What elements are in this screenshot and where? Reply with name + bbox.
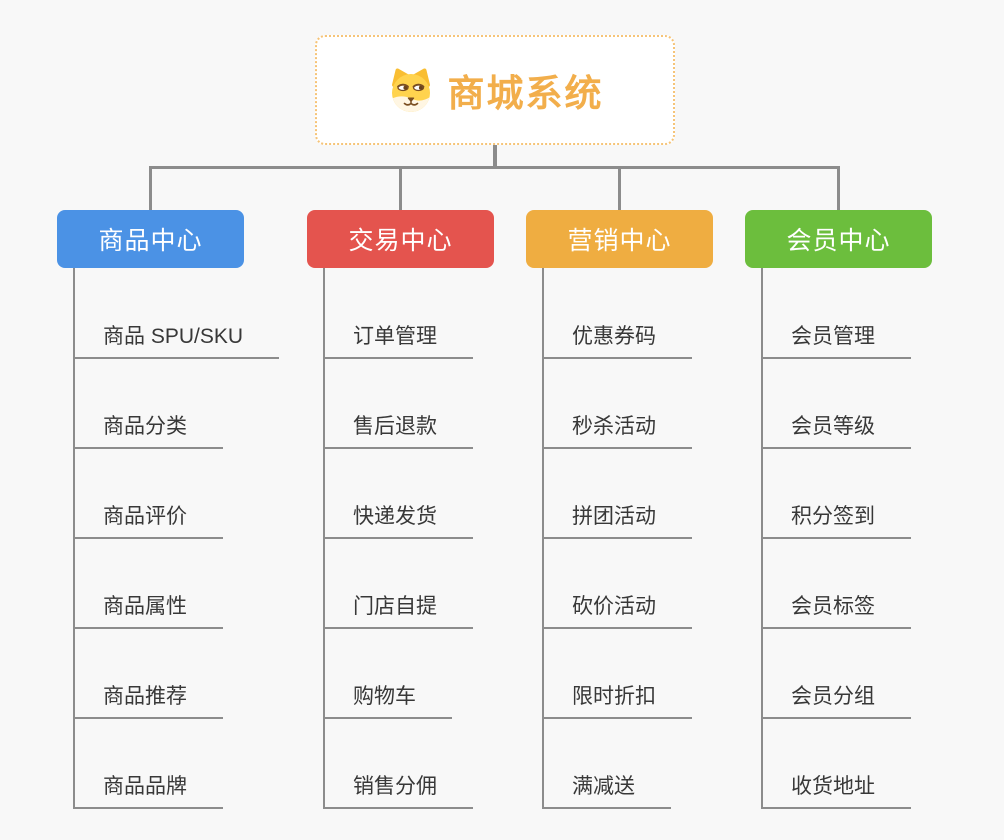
branch-1-subtopic-6[interactable]: 商品品牌 (73, 773, 223, 809)
branch-2-subtopic-4[interactable]: 门店自提 (323, 593, 473, 629)
branch-4-subtopic-4[interactable]: 会员标签 (761, 593, 911, 629)
branch-3-subtopic-6[interactable]: 满减送 (542, 773, 671, 809)
connector-drop-1 (149, 166, 152, 210)
branch-2-subtopic-2[interactable]: 售后退款 (323, 413, 473, 449)
dog-face-icon (387, 66, 435, 114)
branch-3-subtopic-3[interactable]: 拼团活动 (542, 503, 692, 539)
branch-2-subtopic-1[interactable]: 订单管理 (323, 323, 473, 359)
branch-1-subtopic-4[interactable]: 商品属性 (73, 593, 223, 629)
branch-2-subtopic-6[interactable]: 销售分佣 (323, 773, 473, 809)
branch-4-subtopic-3[interactable]: 积分签到 (761, 503, 911, 539)
branch-3-subtopic-1[interactable]: 优惠券码 (542, 323, 692, 359)
branch-1-subtopic-2[interactable]: 商品分类 (73, 413, 223, 449)
root-topic-title: 商城系统 (447, 73, 604, 114)
branch-1-subtopic-3[interactable]: 商品评价 (73, 503, 223, 539)
branch-4-subtopic-6[interactable]: 收货地址 (761, 773, 911, 809)
branch-2-subtopic-3[interactable]: 快递发货 (323, 503, 473, 539)
branch-3-subtopic-2[interactable]: 秒杀活动 (542, 413, 692, 449)
branch-2-subtopic-5[interactable]: 购物车 (323, 683, 452, 719)
branch-3-subtopic-4[interactable]: 砍价活动 (542, 593, 692, 629)
root-topic[interactable]: 商城系统 (315, 35, 675, 145)
branch-1-subtopic-5[interactable]: 商品推荐 (73, 683, 223, 719)
branch-1-topic[interactable]: 商品中心 (57, 210, 244, 268)
branch-4-subtopic-2[interactable]: 会员等级 (761, 413, 911, 449)
branch-4-subtopic-1[interactable]: 会员管理 (761, 323, 911, 359)
branch-1-subtopic-1[interactable]: 商品 SPU/SKU (73, 323, 280, 359)
connector-bus (149, 166, 840, 169)
branch-3-topic[interactable]: 营销中心 (526, 210, 713, 268)
connector-drop-4 (837, 166, 840, 210)
connector-drop-2 (399, 166, 402, 210)
branch-4-subtopic-5[interactable]: 会员分组 (761, 683, 911, 719)
branch-2-topic[interactable]: 交易中心 (307, 210, 494, 268)
connector-drop-3 (618, 166, 621, 210)
connector-root-stub (493, 145, 497, 169)
branch-4-topic[interactable]: 会员中心 (745, 210, 932, 268)
branch-3-subtopic-5[interactable]: 限时折扣 (542, 683, 692, 719)
